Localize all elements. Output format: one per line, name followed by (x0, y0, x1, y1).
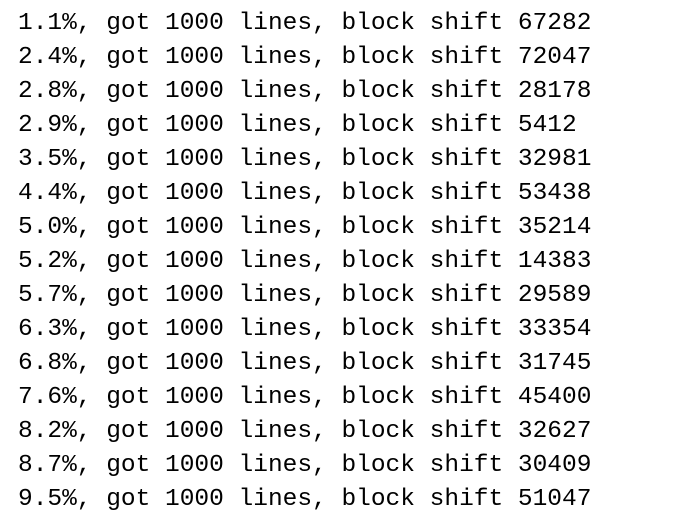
output-line: 6.8%, got 1000 lines, block shift 31745 (18, 350, 592, 377)
output-line: 2.8%, got 1000 lines, block shift 28178 (18, 78, 592, 105)
output-line: 5.0%, got 1000 lines, block shift 35214 (18, 214, 592, 241)
output-line: 4.4%, got 1000 lines, block shift 53438 (18, 180, 592, 207)
output-line: 2.4%, got 1000 lines, block shift 72047 (18, 44, 592, 71)
output-line: 9.5%, got 1000 lines, block shift 51047 (18, 486, 592, 513)
output-line: 1.1%, got 1000 lines, block shift 67282 (18, 10, 592, 37)
output-line: 3.5%, got 1000 lines, block shift 32981 (18, 146, 592, 173)
output-line: 5.2%, got 1000 lines, block shift 14383 (18, 248, 592, 275)
output-line: 8.7%, got 1000 lines, block shift 30409 (18, 452, 592, 479)
output-line: 2.9%, got 1000 lines, block shift 5412 (18, 112, 577, 139)
output-line: 6.3%, got 1000 lines, block shift 33354 (18, 316, 592, 343)
output-line: 7.6%, got 1000 lines, block shift 45400 (18, 384, 592, 411)
output-line: 5.7%, got 1000 lines, block shift 29589 (18, 282, 592, 309)
output-line: 8.2%, got 1000 lines, block shift 32627 (18, 418, 592, 445)
